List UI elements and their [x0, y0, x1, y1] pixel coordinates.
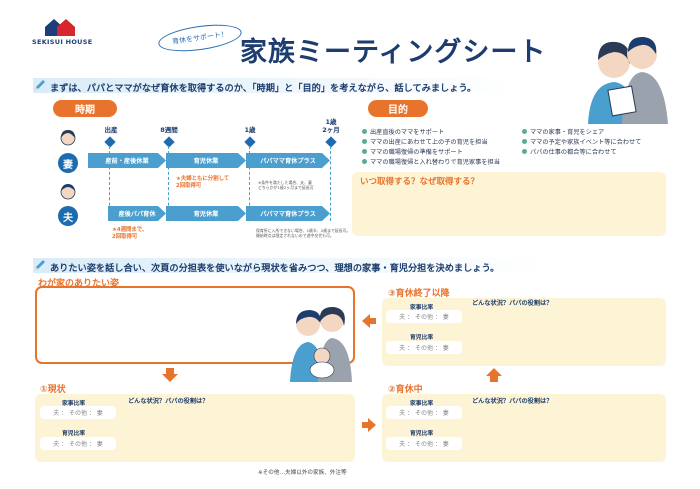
footer-note: ※その他…夫婦以外の家族、外注等 [258, 470, 347, 476]
during-childcare-label: 育児比率 [410, 431, 434, 437]
teal-bullet [362, 129, 367, 134]
purpose-question: いつ取得する？なぜ取得する？ [360, 177, 480, 187]
purpose-item: ママの職場復帰と入れ替わりで育児家事を担当 [362, 157, 500, 166]
mother-childcare-leave-bar: 育児休業 [166, 153, 246, 168]
current-childcare-label: 育児比率 [62, 431, 86, 437]
during-box[interactable] [382, 394, 666, 462]
purpose-item: 出産直後のママをサポート [362, 127, 444, 136]
after-housework-ratio[interactable]: 夫 ： その他 ： 妻 [386, 310, 462, 323]
mother-papa-mama-plus-bar: パパママ育休プラス [246, 153, 330, 168]
purpose-item: ママの家事・育児をシェア [522, 127, 604, 136]
during-housework-label: 家事比率 [410, 401, 434, 407]
timeline-guide [168, 146, 169, 221]
father-papa-mama-plus-bar: パパママ育休プラス [246, 206, 330, 221]
teal-bullet [362, 139, 367, 144]
right-arrow-icon [362, 418, 376, 432]
during-childcare-ratio[interactable]: 夫 ： その他 ： 妻 [386, 437, 462, 450]
intro-text: まずは、パパとママがなぜ育休を取得するのか、「時期」と「目的」を考えながら、話し… [50, 83, 477, 94]
milestone-label-8weeks: 8週間 [160, 126, 178, 134]
husband-role-badge: 夫 [58, 206, 78, 226]
couple-illustration [588, 36, 668, 124]
milestone-label-1year: 1歳 [244, 126, 256, 134]
current-situation-question: どんな状況？パパの役割は？ [128, 398, 209, 405]
current-housework-label: 家事比率 [62, 401, 86, 407]
milestone-label-birth: 出産 [104, 126, 118, 134]
paternity-leave-bar: 産後パパ育休 [108, 206, 166, 221]
father-face-icon [60, 184, 76, 200]
plus-note: ※条件を満たした場合、夫、妻 どちらかが1歳2ヶ月まで延長可 [258, 180, 314, 190]
second-intro-band [33, 258, 543, 273]
brand-name: SEKISUI HOUSE [32, 38, 93, 46]
after-situation-question: どんな状況？パパの役割は？ [472, 300, 553, 307]
mother-face-icon [60, 130, 76, 146]
sekisui-house-logo-icon [45, 19, 75, 36]
timeline-guide [330, 146, 331, 221]
milestone-label-1year2months: 1歳 2ヶ月 [322, 118, 340, 134]
support-badge: 育休をサポート！ [156, 20, 244, 56]
intro-band [33, 78, 513, 93]
purpose-item: パパの仕事の都合等に合わせて [522, 147, 617, 156]
purpose-label: パパの仕事の都合等に合わせて [530, 149, 617, 156]
purpose-item: ママの出産にあわせて上の子の育児を担当 [362, 137, 488, 146]
teal-bullet [522, 139, 527, 144]
teal-bullet [522, 129, 527, 134]
ideal-header: わが家のありたい姿 [38, 279, 120, 289]
purpose-label: ママの職場復帰と入れ替わりで育児家事を担当 [370, 159, 500, 166]
current-housework-ratio[interactable]: 夫 ： その他 ： 妻 [40, 406, 116, 419]
purpose-label: 出産直後のママをサポート [370, 129, 445, 136]
purpose-answer-box[interactable] [352, 172, 666, 236]
purpose-label: ママの予定や家族イベント等に合わせて [530, 139, 642, 146]
after-box[interactable] [382, 298, 666, 366]
after-header: ③育休終了以降 [388, 289, 450, 299]
page-title: 家族ミーティングシート [240, 37, 547, 68]
up-arrow-icon [486, 368, 502, 382]
current-childcare-ratio[interactable]: 夫 ： その他 ： 妻 [40, 437, 116, 450]
split-note: ★夫婦ともに分割して 2回取得可 [176, 176, 230, 189]
milestone-marker [104, 136, 116, 148]
left-arrow-icon [362, 314, 376, 328]
nursery-note: 保育所に入所できない場合、1歳半、2歳まで延長可。 開始時点は限定されないので途… [256, 228, 351, 238]
teal-bullet [522, 149, 527, 154]
milestone-marker [163, 136, 175, 148]
during-header: ②育休中 [388, 385, 423, 395]
after-childcare-ratio[interactable]: 夫 ： その他 ： 妻 [386, 341, 462, 354]
purpose-label: ママの出産にあわせて上の子の育児を担当 [370, 139, 488, 146]
pencil-icon [35, 80, 45, 90]
teal-bullet [362, 149, 367, 154]
maternity-leave-bar: 産前・産後休業 [88, 153, 166, 168]
second-intro-text: ありたい姿を話し合い、次頁の分担表を使いながら現状を省みつつ、理想の家事・育児分… [50, 263, 500, 274]
pencil-icon [35, 260, 45, 270]
during-situation-question: どんな状況？パパの役割は？ [472, 398, 553, 405]
after-childcare-label: 育児比率 [410, 335, 434, 341]
four-weeks-note: ★4週間まで、 2回取得可 [112, 227, 148, 240]
during-housework-ratio[interactable]: 夫 ： その他 ： 妻 [386, 406, 462, 419]
purpose-label: ママの職場復帰の準備をサポート [370, 149, 463, 156]
after-housework-label: 家事比率 [410, 305, 434, 311]
milestone-marker [244, 136, 256, 148]
purpose-label: ママの家事・育児をシェア [530, 129, 605, 136]
purpose-item: ママの予定や家族イベント等に合わせて [522, 137, 641, 146]
current-box[interactable] [35, 394, 355, 462]
purpose-header: 目的 [368, 100, 428, 117]
teal-bullet [362, 159, 367, 164]
timeline-guide [249, 146, 250, 221]
father-childcare-leave-bar: 育児休業 [166, 206, 246, 221]
milestone-marker [325, 136, 337, 148]
current-header: ①現状 [40, 385, 66, 395]
timing-header: 時期 [53, 100, 117, 117]
down-arrow-icon [162, 368, 178, 382]
wife-role-badge: 妻 [58, 153, 78, 173]
purpose-item: ママの職場復帰の準備をサポート [362, 147, 463, 156]
timeline-guide [109, 146, 110, 221]
family-illustration [290, 306, 352, 382]
